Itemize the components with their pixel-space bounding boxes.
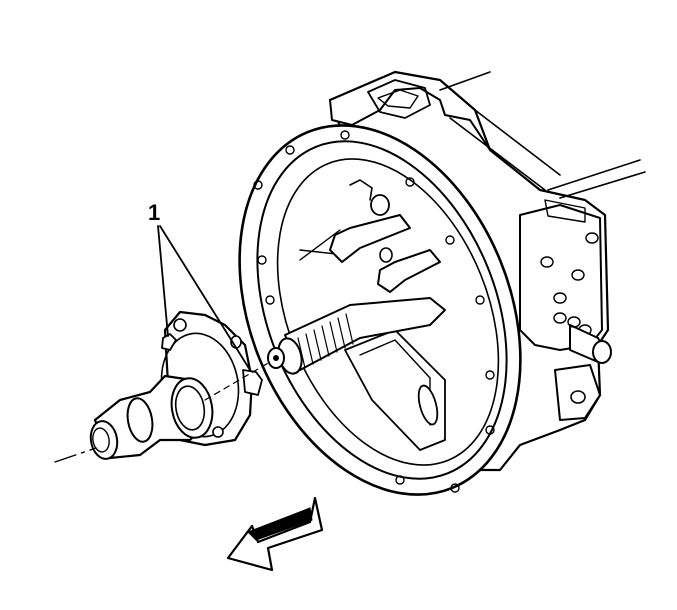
input-shaft	[267, 297, 446, 375]
centerline	[54, 447, 97, 463]
input-shaft-splines	[297, 313, 354, 369]
callout-1-label: 1	[148, 200, 160, 225]
bellhousing-bolt-holes	[253, 130, 495, 493]
callout-1-leader-a	[157, 225, 169, 337]
callout-1-leader-b	[159, 225, 251, 371]
callout-1: 1	[148, 200, 251, 371]
flange-bolt-holes	[540, 232, 599, 336]
removal-direction-arrow-icon	[226, 496, 324, 572]
shift-forks	[329, 179, 441, 293]
bearing-retainer	[89, 310, 263, 460]
shift-shaft-stub	[567, 316, 612, 364]
